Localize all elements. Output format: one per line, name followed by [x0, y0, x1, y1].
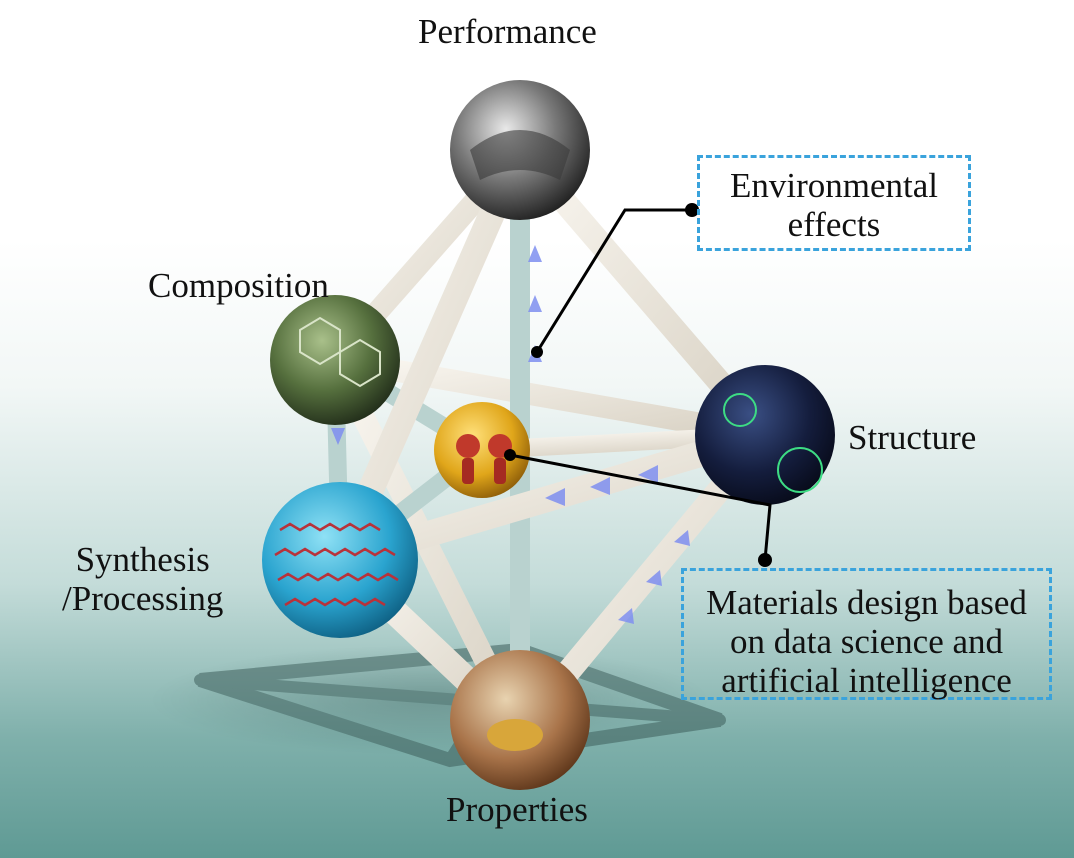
center-ai-sphere [434, 402, 530, 498]
properties-label: Properties [446, 790, 588, 829]
synthesis-processing-label: Synthesis /Processing [62, 540, 223, 618]
environmental-effects-callout: Environmental effects [697, 155, 971, 251]
callout-env-line1: Environmental [729, 166, 938, 205]
synthesis-label-line1: Synthesis [75, 540, 210, 579]
composition-label: Composition [148, 266, 329, 305]
composition-sphere [270, 295, 400, 425]
synthesis-label-line2: /Processing [62, 579, 224, 619]
callout-ai-line1: Materials design based [706, 583, 1027, 622]
callout-ai-line2: on data science and [729, 622, 1004, 662]
structure-label: Structure [848, 418, 977, 457]
structure-sphere [695, 365, 835, 505]
ai-materials-design-callout: Materials design based on data science a… [681, 568, 1052, 700]
callout-dots [504, 203, 772, 567]
performance-sphere [450, 80, 590, 220]
callout-ai-line3: artificial intelligence [721, 661, 1012, 701]
callout-env-line2: effects [787, 205, 881, 245]
properties-sphere [450, 650, 590, 790]
performance-label: Performance [418, 12, 597, 51]
synthesis-sphere [262, 482, 418, 638]
callout-leaders [509, 208, 772, 561]
